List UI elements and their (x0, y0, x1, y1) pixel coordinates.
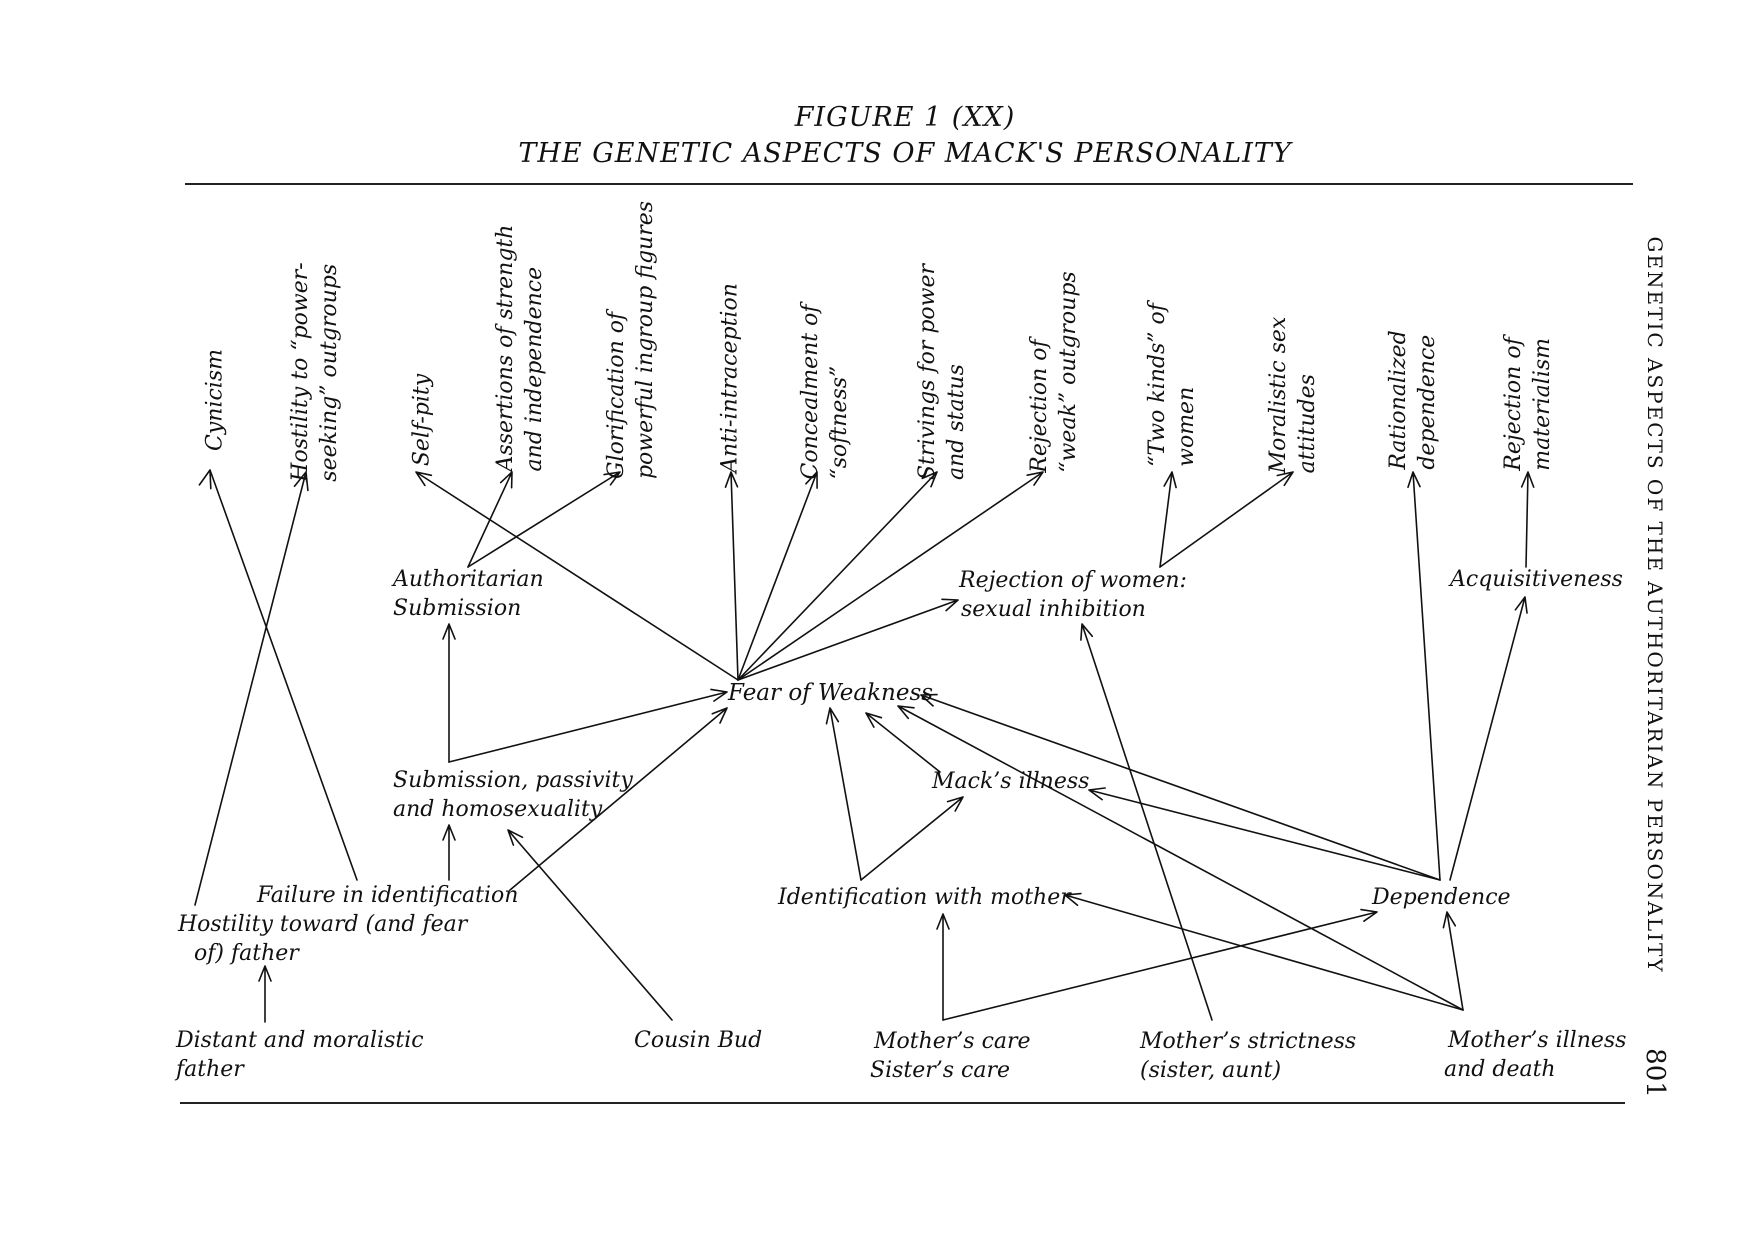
source-mothers-strictness: Mother’s strictness (sister, aunt) (1140, 1029, 1357, 1083)
bottom-rule (180, 1102, 1625, 1104)
arrow-rejectionwomen-to-moralistic (1159, 471, 1294, 568)
arrow-fear-to-selfpity (415, 471, 739, 681)
arrow-dependence-to-fear (920, 693, 1441, 881)
arrow-mothersillness-to-dependence (1442, 911, 1464, 1011)
label-anti-intraception: Anti-intraception (717, 283, 743, 473)
arrow-macksillness-to-fear (865, 712, 941, 773)
arrow-rejectionwomen-to-twokinds (1159, 471, 1177, 568)
arrow-dependence-to-rationalized (1407, 471, 1441, 881)
top-rule (185, 183, 1633, 185)
label-self-pity: Self-pity (409, 373, 435, 467)
node-fear-of-weakness: Fear of Weakness (728, 680, 934, 706)
arrow-failure-to-cynicism (198, 469, 358, 881)
node-acquisitiveness: Acquisitiveness (1450, 567, 1623, 592)
arrow-mothersillness-to-fear (897, 705, 1464, 1011)
node-authoritarian-submission: Authoritarian Submission (393, 567, 544, 621)
arrow-cousinbud-to-submission (507, 829, 673, 1021)
arrow-submission-to-fear (448, 688, 728, 763)
arrow-dependence-to-macksillness (1088, 787, 1441, 881)
label-glorification: Glorification of powerful ingroup figure… (604, 200, 658, 480)
arrow-motherscare-to-idmother (936, 913, 950, 1021)
arrow-dependence-to-acquisitiveness (1449, 596, 1528, 881)
arrow-idmother-to-fear (825, 707, 862, 881)
node-macks-illness: Mack’s illness (932, 769, 1090, 794)
node-rejection-women: Rejection of women: sexual inhibition (959, 568, 1187, 622)
arrow-motherscare-to-dependence (942, 908, 1378, 1021)
node-failure-identification: Failure in identification (257, 883, 519, 908)
arrow-fear-to-rejectionweak (737, 471, 1044, 681)
arrow-fear-to-rejectionwomen (737, 598, 959, 681)
figure-title: THE GENETIC ASPECTS OF MACK'S PERSONALIT… (518, 138, 1292, 169)
arrow-strictness-to-rejectionwomen (1080, 623, 1213, 1021)
label-concealment: Concealment of “softness” (798, 304, 852, 480)
node-submission-passivity: Submission, passivity and homosexuality (393, 768, 633, 822)
arrow-hostility-father-to-hostility-power (194, 471, 309, 906)
label-rejection-materialism: Rejection of materialism (1501, 337, 1555, 471)
source-cousin-bud: Cousin Bud (634, 1028, 763, 1053)
arrow-distant-father-to-hostility-father (258, 965, 272, 1023)
label-moralistic-sex: Moralistic sex attitudes (1266, 316, 1320, 474)
arrow-fear-to-antiintraception (724, 471, 739, 681)
label-assertions: Assertions of strength and independence (493, 224, 547, 472)
node-identification-mother: Identification with mother (778, 885, 1071, 910)
arrow-acquisitiveness-to-materialism (1520, 471, 1535, 568)
node-hostility-father: Hostility toward (and fear of) father (178, 912, 468, 966)
arrow-fear-to-concealment (737, 471, 818, 681)
source-distant-father: Distant and moralistic father (176, 1028, 424, 1082)
arrow-authoritarian-to-glorification (467, 471, 621, 568)
label-two-kinds: “Two kinds” of women (1145, 303, 1199, 467)
label-cynicism: Cynicism (202, 349, 228, 451)
arrow-submission-to-authoritarian (442, 623, 456, 763)
source-mothers-illness: Mother’s illness and death (1444, 1028, 1627, 1082)
running-head: GENETIC ASPECTS OF THE AUTHORITARIAN PER… (1643, 236, 1667, 974)
arrow-failure-to-submission (442, 824, 456, 881)
figure-number: FIGURE 1 (XX) (794, 102, 1016, 133)
label-rationalized: Rationalized dependence (1386, 330, 1440, 470)
arrow-failure-to-fear (509, 707, 728, 891)
page-number: 801 (1640, 1048, 1670, 1098)
label-rejection-weak: Rejection of “weak” outgroups (1027, 271, 1081, 473)
source-mothers-care: Mother’s care Sister’s care (870, 1029, 1031, 1083)
node-dependence: Dependence (1372, 885, 1511, 910)
arrow-fear-to-strivings (737, 471, 938, 681)
arrow-idmother-to-macksillness (860, 796, 964, 881)
label-hostility-power: Hostility to “power- seeking” outgroups (288, 262, 342, 482)
label-strivings: Strivings for power and status (915, 263, 969, 481)
arrow-mothersillness-to-idmother (1064, 892, 1464, 1011)
